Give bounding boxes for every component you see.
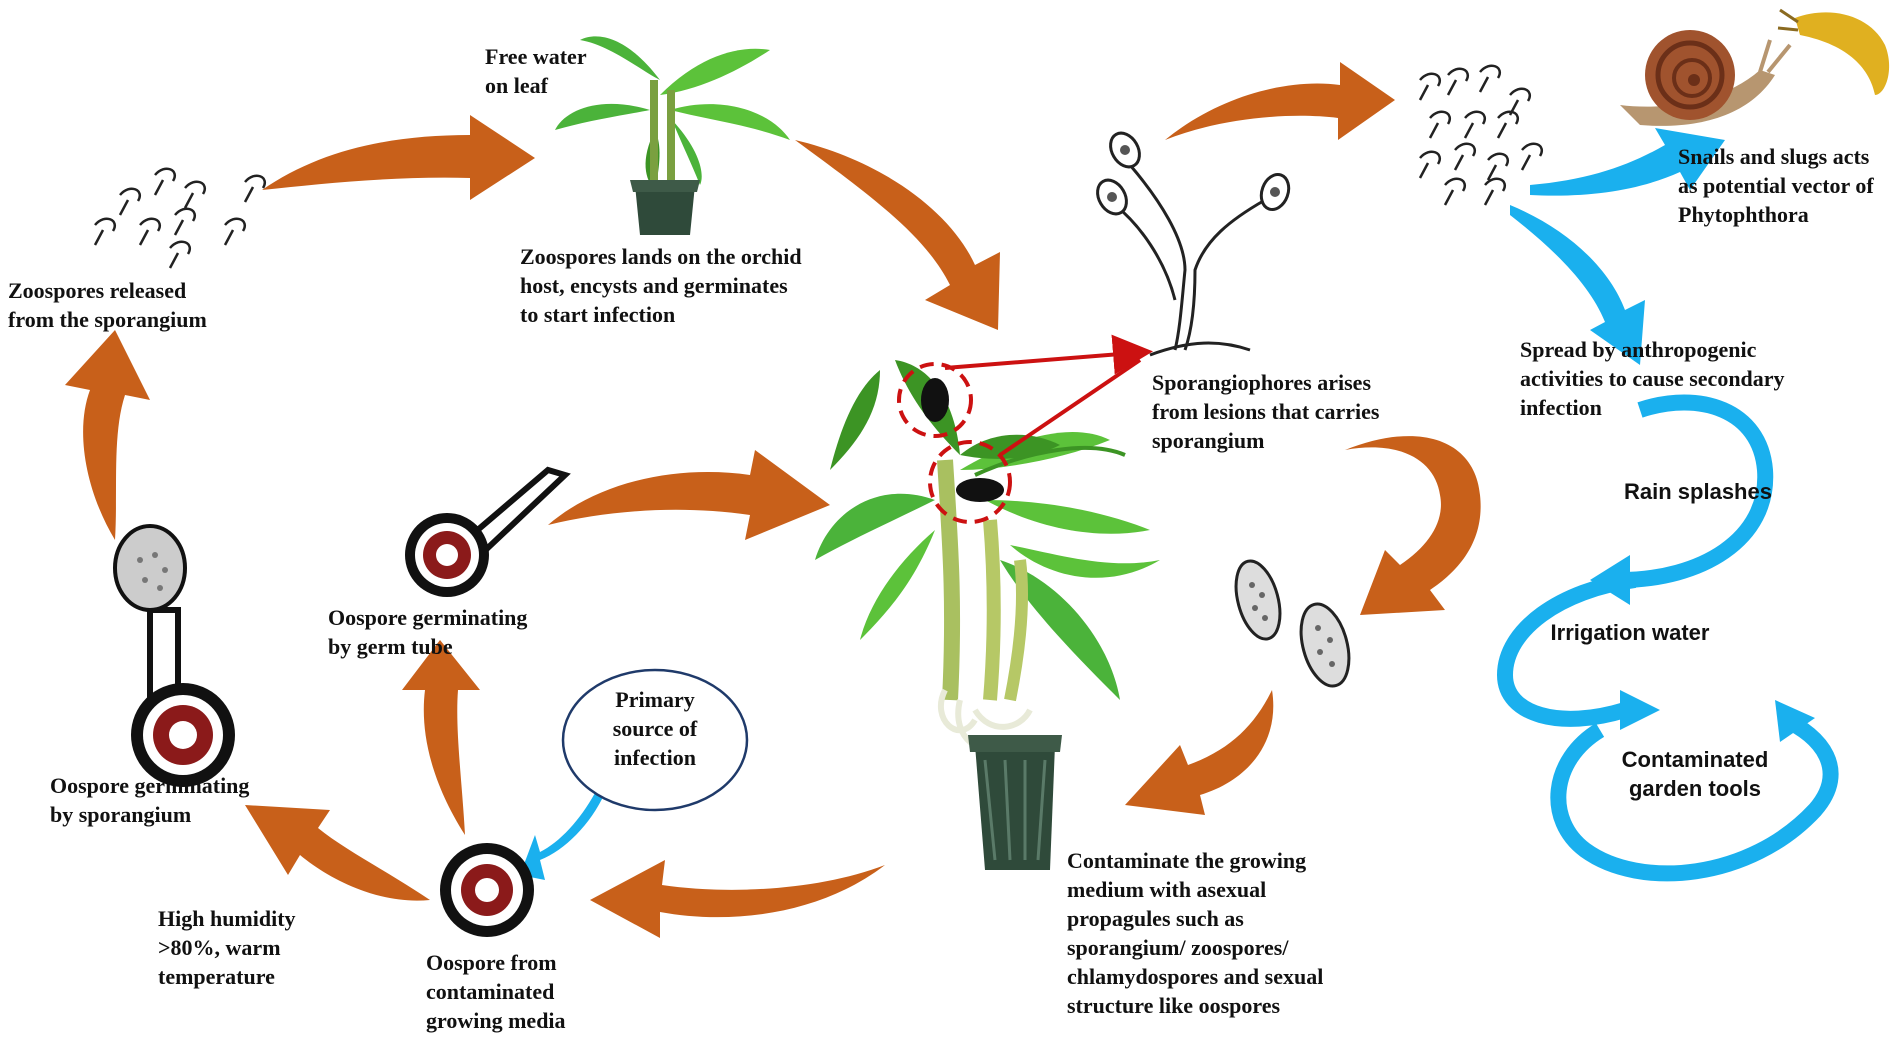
arrow-medium-to-oospore: [590, 860, 885, 938]
label-contaminate-medium: Contaminate the growing medium with asex…: [1067, 848, 1324, 1018]
label-germ-tube: Oospore germinating by germ tube: [328, 605, 528, 659]
label-from-media: Oospore from contaminated growing media: [426, 950, 566, 1033]
label-primary-source: Primary source of infection: [612, 687, 698, 770]
label-contaminated-tools: Contaminated garden tools: [1621, 747, 1769, 801]
orange-arrows: [65, 62, 1481, 938]
arrow-leaf-to-orchid: [795, 140, 1000, 330]
arrow-to-spread: [1510, 205, 1645, 365]
loop-tools: [1550, 712, 1839, 882]
arrow-primary-to-oospore: [520, 793, 605, 880]
loop-irrigation: [1496, 572, 1637, 727]
sporangium-icons: [1234, 559, 1351, 688]
blue-arrows: [520, 128, 1725, 880]
arrow-to-sporangia-cluster: [1165, 62, 1395, 140]
arrow-sporangium-to-zoospores: [65, 330, 150, 540]
arrow-sporangiophore-to-sporangia: [1345, 436, 1481, 615]
label-zoospores-released: Zoospores released from the sporangium: [8, 278, 207, 332]
arrow-sporangia-to-medium: [1125, 690, 1274, 815]
zoospore-cluster-left: [93, 167, 266, 269]
arrow-oospore-to-sporangium: [245, 805, 430, 901]
loop-irrigation-head: [1620, 690, 1660, 730]
arrow-to-snails: [1530, 128, 1725, 196]
loop-rain: [1619, 394, 1774, 588]
loop-tools-head: [1775, 700, 1815, 742]
arrow-zoospores-to-leaf: [262, 115, 535, 200]
oospore-sporangium-icon: [113, 524, 235, 787]
orchid-plant-icon: [815, 334, 1160, 870]
snail-icon: [1620, 30, 1792, 126]
oospore-germ-tube-icon: [405, 466, 571, 597]
arrow-oospore-to-germtube: [402, 640, 480, 835]
arrow-germtube-to-orchid: [548, 450, 830, 540]
label-zoospores-lands: Zoospores lands on the orchid host, ency…: [520, 244, 802, 327]
sporangiophore-icon: [1114, 164, 1266, 357]
label-rain-splashes: Rain splashes: [1624, 479, 1772, 504]
small-orchid-icon: [555, 36, 790, 235]
label-humidity: High humidity >80%, warm temperature: [158, 906, 296, 989]
blue-loops: [1496, 394, 1839, 882]
oospore-media-icon: [440, 843, 534, 937]
label-spread: Spread by anthropogenic activities to ca…: [1520, 337, 1785, 420]
label-by-sporangium: Oospore germinating by sporangium: [50, 773, 250, 827]
label-free-water: Free water on leaf: [485, 44, 587, 98]
label-snails: Snails and slugs acts as potential vecto…: [1678, 144, 1874, 227]
zoospore-cluster-right: [1418, 64, 1543, 206]
label-irrigation-water: Irrigation water: [1550, 620, 1710, 645]
loop-rain-head: [1590, 555, 1630, 605]
primary-source-ellipse: [561, 668, 749, 812]
label-sporangiophores: Sporangiophores arises from lesions that…: [1152, 370, 1380, 453]
slug-icon: [1777, 8, 1890, 95]
